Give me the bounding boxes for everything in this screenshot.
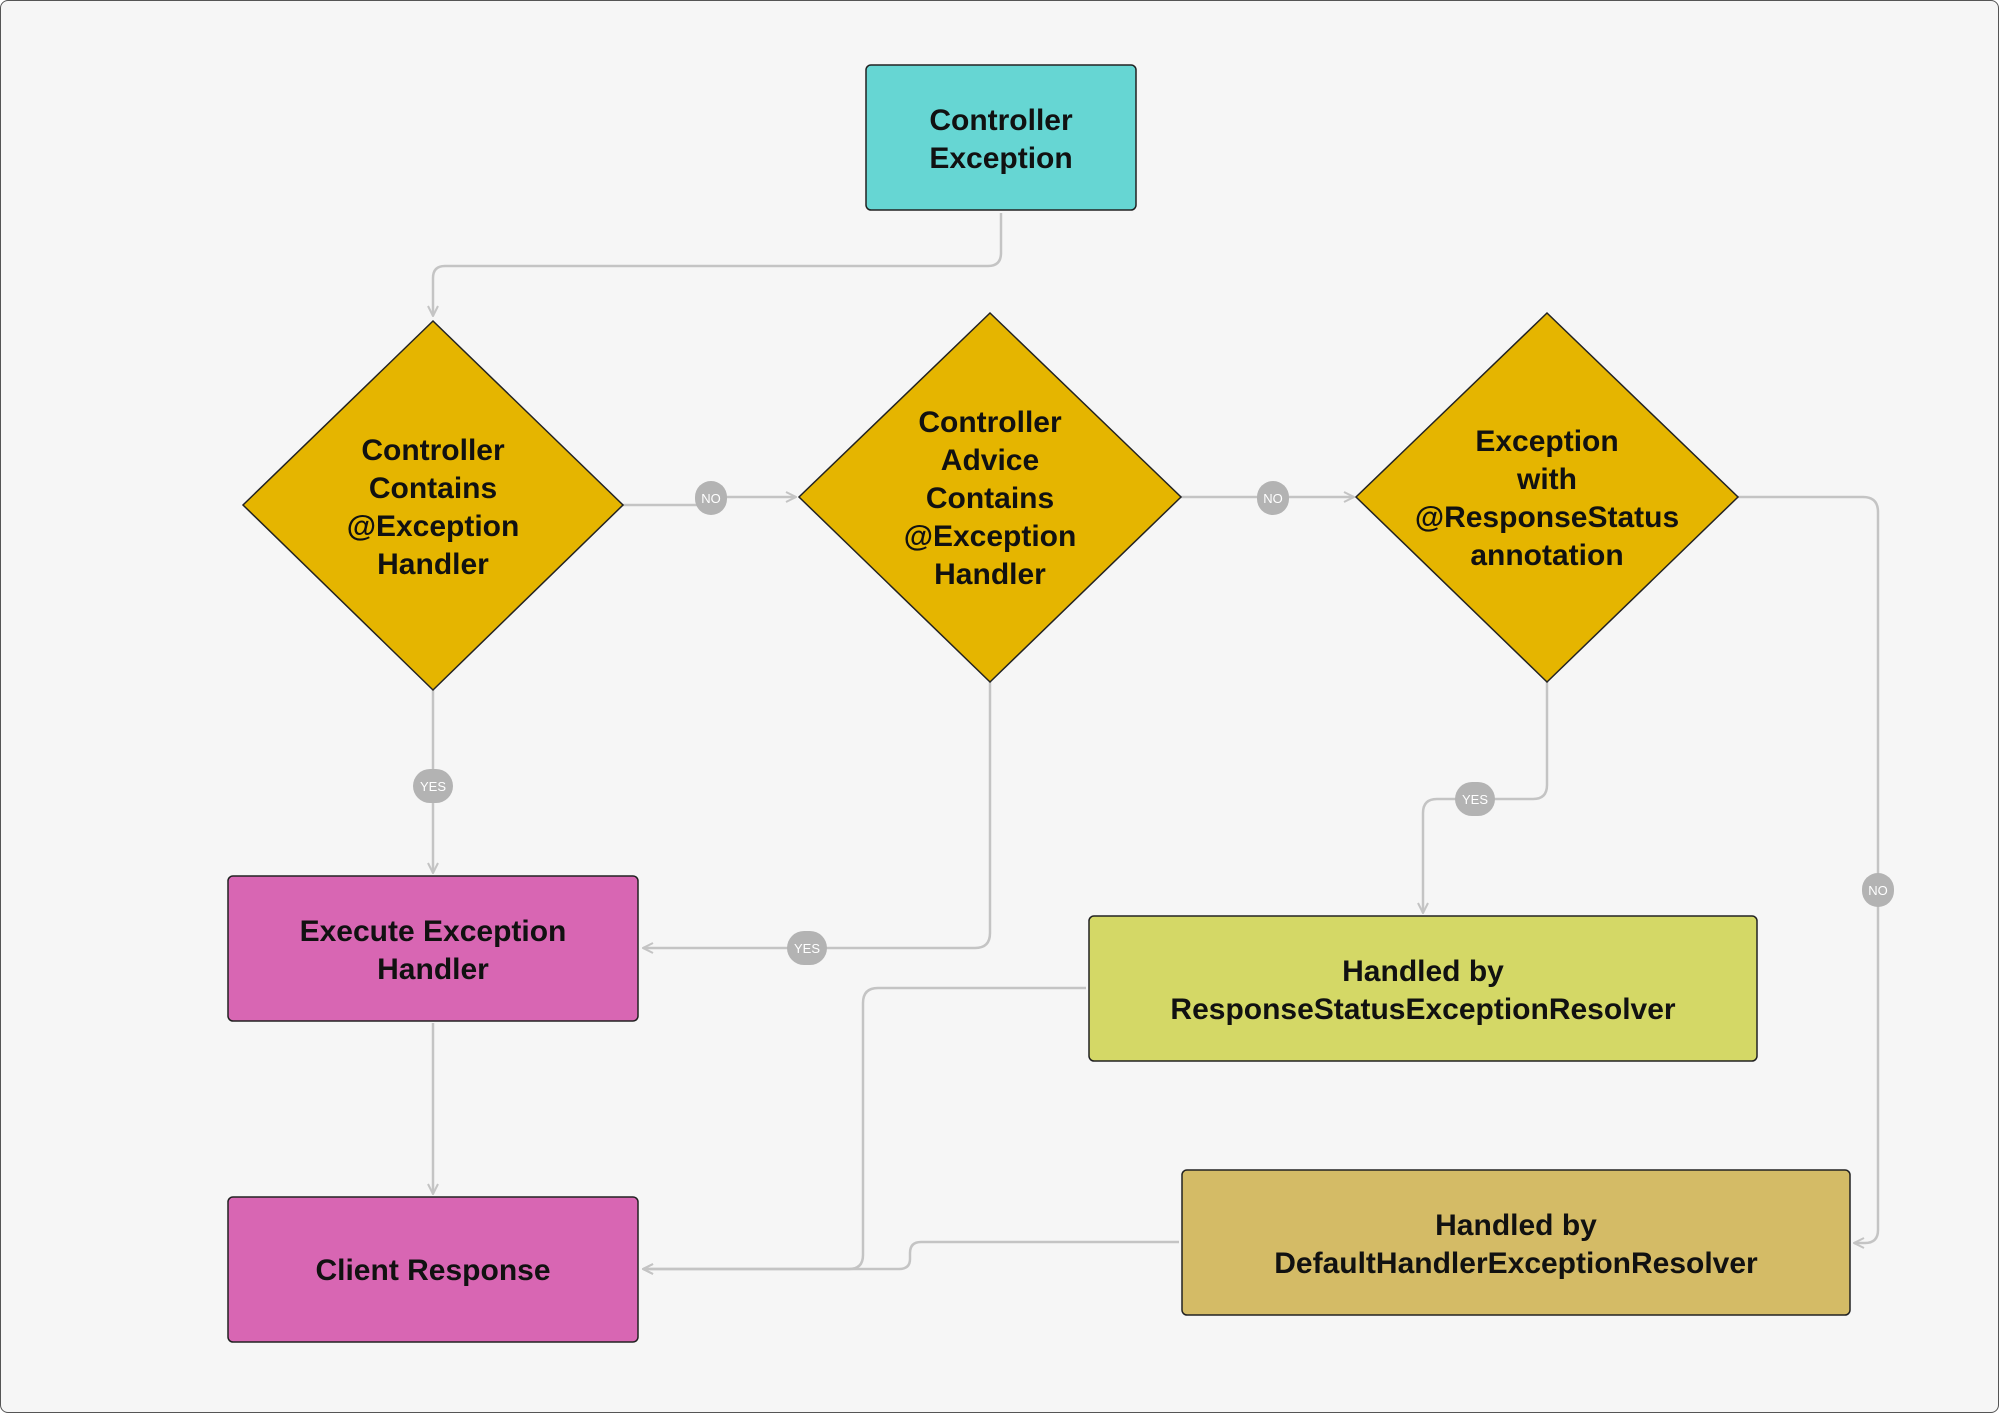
edge-label-advice-yes: YES bbox=[787, 931, 827, 965]
svg-text:@Exception: @Exception bbox=[904, 520, 1077, 553]
edge-label-controller-yes: YES bbox=[413, 769, 453, 803]
edge-default-resolver-to-client-response bbox=[643, 1240, 1179, 1269]
svg-text:@Exception: @Exception bbox=[347, 510, 520, 543]
edge-exception-to-controller-check bbox=[433, 213, 1003, 316]
svg-text:NO: NO bbox=[1868, 883, 1888, 898]
svg-text:Controller: Controller bbox=[929, 104, 1073, 137]
svg-text:Handler: Handler bbox=[377, 953, 489, 986]
svg-text:Handler: Handler bbox=[377, 548, 489, 581]
svg-text:ResponseStatusExceptionResolve: ResponseStatusExceptionResolver bbox=[1170, 993, 1675, 1026]
svg-text:Exception: Exception bbox=[1475, 425, 1618, 458]
svg-text:Execute Exception: Execute Exception bbox=[300, 915, 567, 948]
svg-text:Contains: Contains bbox=[926, 482, 1054, 515]
svg-text:NO: NO bbox=[1263, 491, 1283, 506]
svg-text:DefaultHandlerExceptionResolve: DefaultHandlerExceptionResolver bbox=[1274, 1247, 1758, 1280]
node-execute-exception-handler: Execute Exception Handler bbox=[227, 875, 639, 1022]
edge-label-controller-no: NO bbox=[695, 481, 727, 515]
svg-text:YES: YES bbox=[794, 941, 820, 956]
node-default-handler-exception-resolver: Handled by DefaultHandlerExceptionResolv… bbox=[1181, 1169, 1851, 1316]
node-controller-exception: Controller Exception bbox=[865, 64, 1137, 211]
svg-text:Controller: Controller bbox=[361, 434, 505, 467]
svg-text:YES: YES bbox=[1462, 792, 1488, 807]
svg-text:@ResponseStatus: @ResponseStatus bbox=[1415, 501, 1679, 534]
edge-label-status-yes: YES bbox=[1455, 782, 1495, 816]
svg-text:Controller: Controller bbox=[918, 406, 1062, 439]
svg-text:YES: YES bbox=[420, 779, 446, 794]
svg-text:Advice: Advice bbox=[941, 444, 1039, 477]
edge-response-status-resolver-to-client-response bbox=[643, 986, 1086, 1269]
edge-status-check-to-default-resolver bbox=[1738, 495, 1880, 1243]
svg-text:Handled by: Handled by bbox=[1342, 955, 1504, 988]
svg-text:Exception: Exception bbox=[929, 142, 1072, 175]
node-response-status-exception-resolver: Handled by ResponseStatusExceptionResolv… bbox=[1088, 915, 1758, 1062]
svg-text:Contains: Contains bbox=[369, 472, 497, 505]
svg-text:with: with bbox=[1516, 463, 1577, 496]
svg-text:NO: NO bbox=[701, 491, 721, 506]
svg-text:Handler: Handler bbox=[934, 558, 1046, 591]
node-controller-contains-handler: Controller Contains @Exception Handler bbox=[241, 319, 625, 692]
edge-label-status-no: NO bbox=[1862, 873, 1894, 907]
edge-advice-check-to-execute-handler bbox=[643, 682, 992, 948]
edge-label-advice-no: NO bbox=[1257, 481, 1289, 515]
node-client-response: Client Response bbox=[227, 1196, 639, 1343]
node-exception-response-status-check: Exception with @ResponseStatus annotatio… bbox=[1354, 311, 1740, 684]
svg-text:Handled by: Handled by bbox=[1435, 1209, 1597, 1242]
svg-text:Client Response: Client Response bbox=[315, 1254, 550, 1287]
node-advice-contains-handler: Controller Advice Contains @Exception Ha… bbox=[797, 311, 1183, 684]
svg-text:annotation: annotation bbox=[1470, 539, 1623, 572]
